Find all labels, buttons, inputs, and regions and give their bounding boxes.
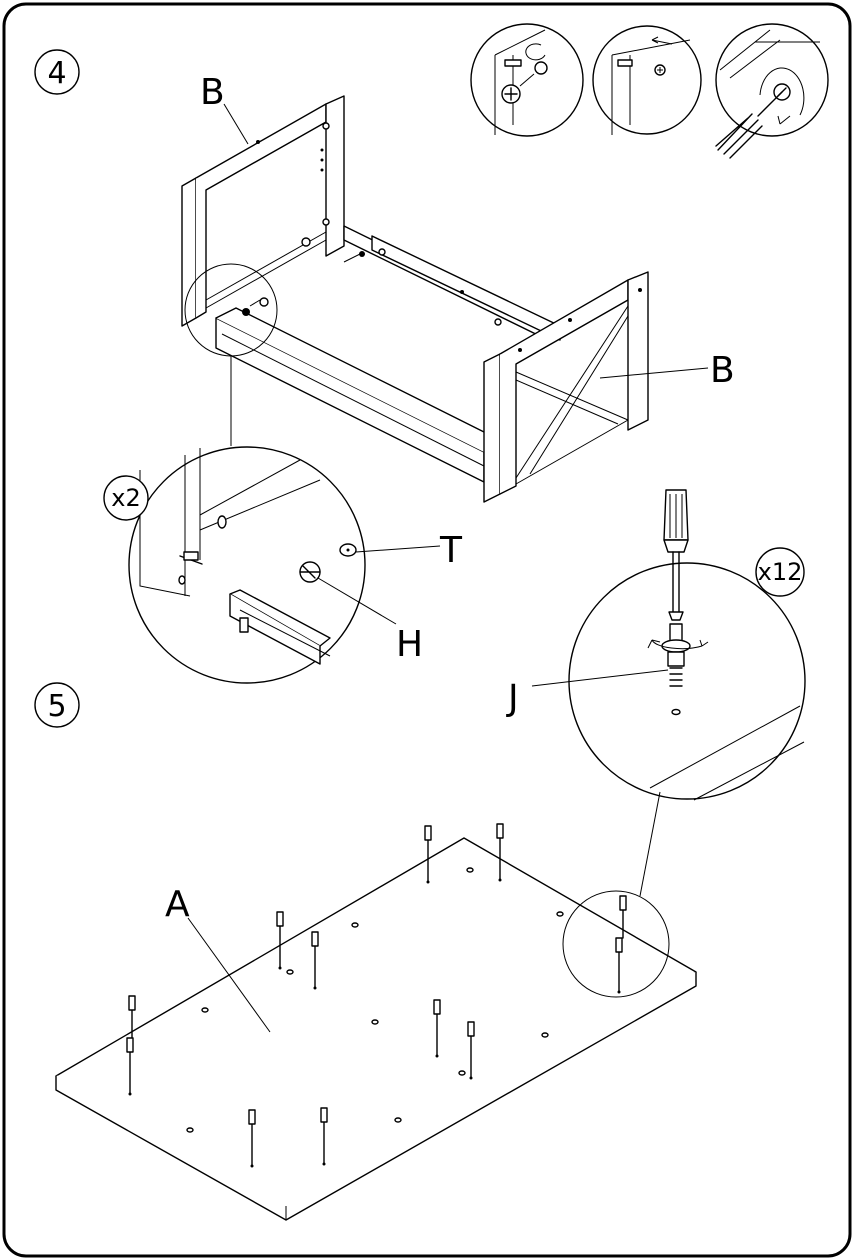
leg-screw	[496, 823, 504, 882]
leg-screw	[248, 1109, 256, 1168]
bolt-detail-circle	[128, 446, 366, 684]
qty-x12-label: x12	[758, 558, 803, 586]
qty-marker-x12: x12	[755, 547, 805, 597]
panel-holes	[186, 867, 564, 1133]
leg-screw	[320, 1107, 328, 1166]
leg-screw	[615, 937, 623, 994]
part-label-j: J	[506, 678, 519, 719]
callout-tighten-cam	[715, 23, 829, 159]
bench-frame-assembly	[181, 95, 649, 503]
leg-screw	[311, 931, 319, 990]
part-label-t: T	[439, 530, 463, 571]
callout-insert-bolt	[470, 23, 584, 137]
leg-screw	[619, 895, 627, 939]
qty-x2-label: x2	[111, 484, 140, 512]
tabletop-panel-a	[55, 837, 697, 1221]
leg-screw	[128, 995, 136, 1039]
leg-screw	[276, 911, 284, 970]
leg-screw	[467, 1021, 475, 1080]
step-4-marker: 4	[34, 49, 80, 95]
panel-detail-indicator	[562, 890, 670, 998]
leg-screws	[126, 823, 627, 1168]
step-4-number: 4	[47, 56, 66, 91]
part-label-a: A	[165, 884, 190, 925]
step-5-number: 5	[47, 689, 66, 724]
part-label-b-right: B	[710, 350, 735, 391]
screwdriver-icon	[715, 91, 783, 159]
step-5-marker: 5	[34, 682, 80, 728]
qty-marker-x2: x2	[103, 475, 149, 521]
part-label-h: H	[396, 624, 423, 665]
callout-align-cam	[592, 25, 702, 135]
leg-screw	[424, 825, 432, 884]
part-label-b-left: B	[200, 72, 225, 113]
leg-screw-detail-circle	[568, 489, 806, 801]
leg-screw	[126, 1037, 134, 1096]
leg-screw	[433, 999, 441, 1058]
